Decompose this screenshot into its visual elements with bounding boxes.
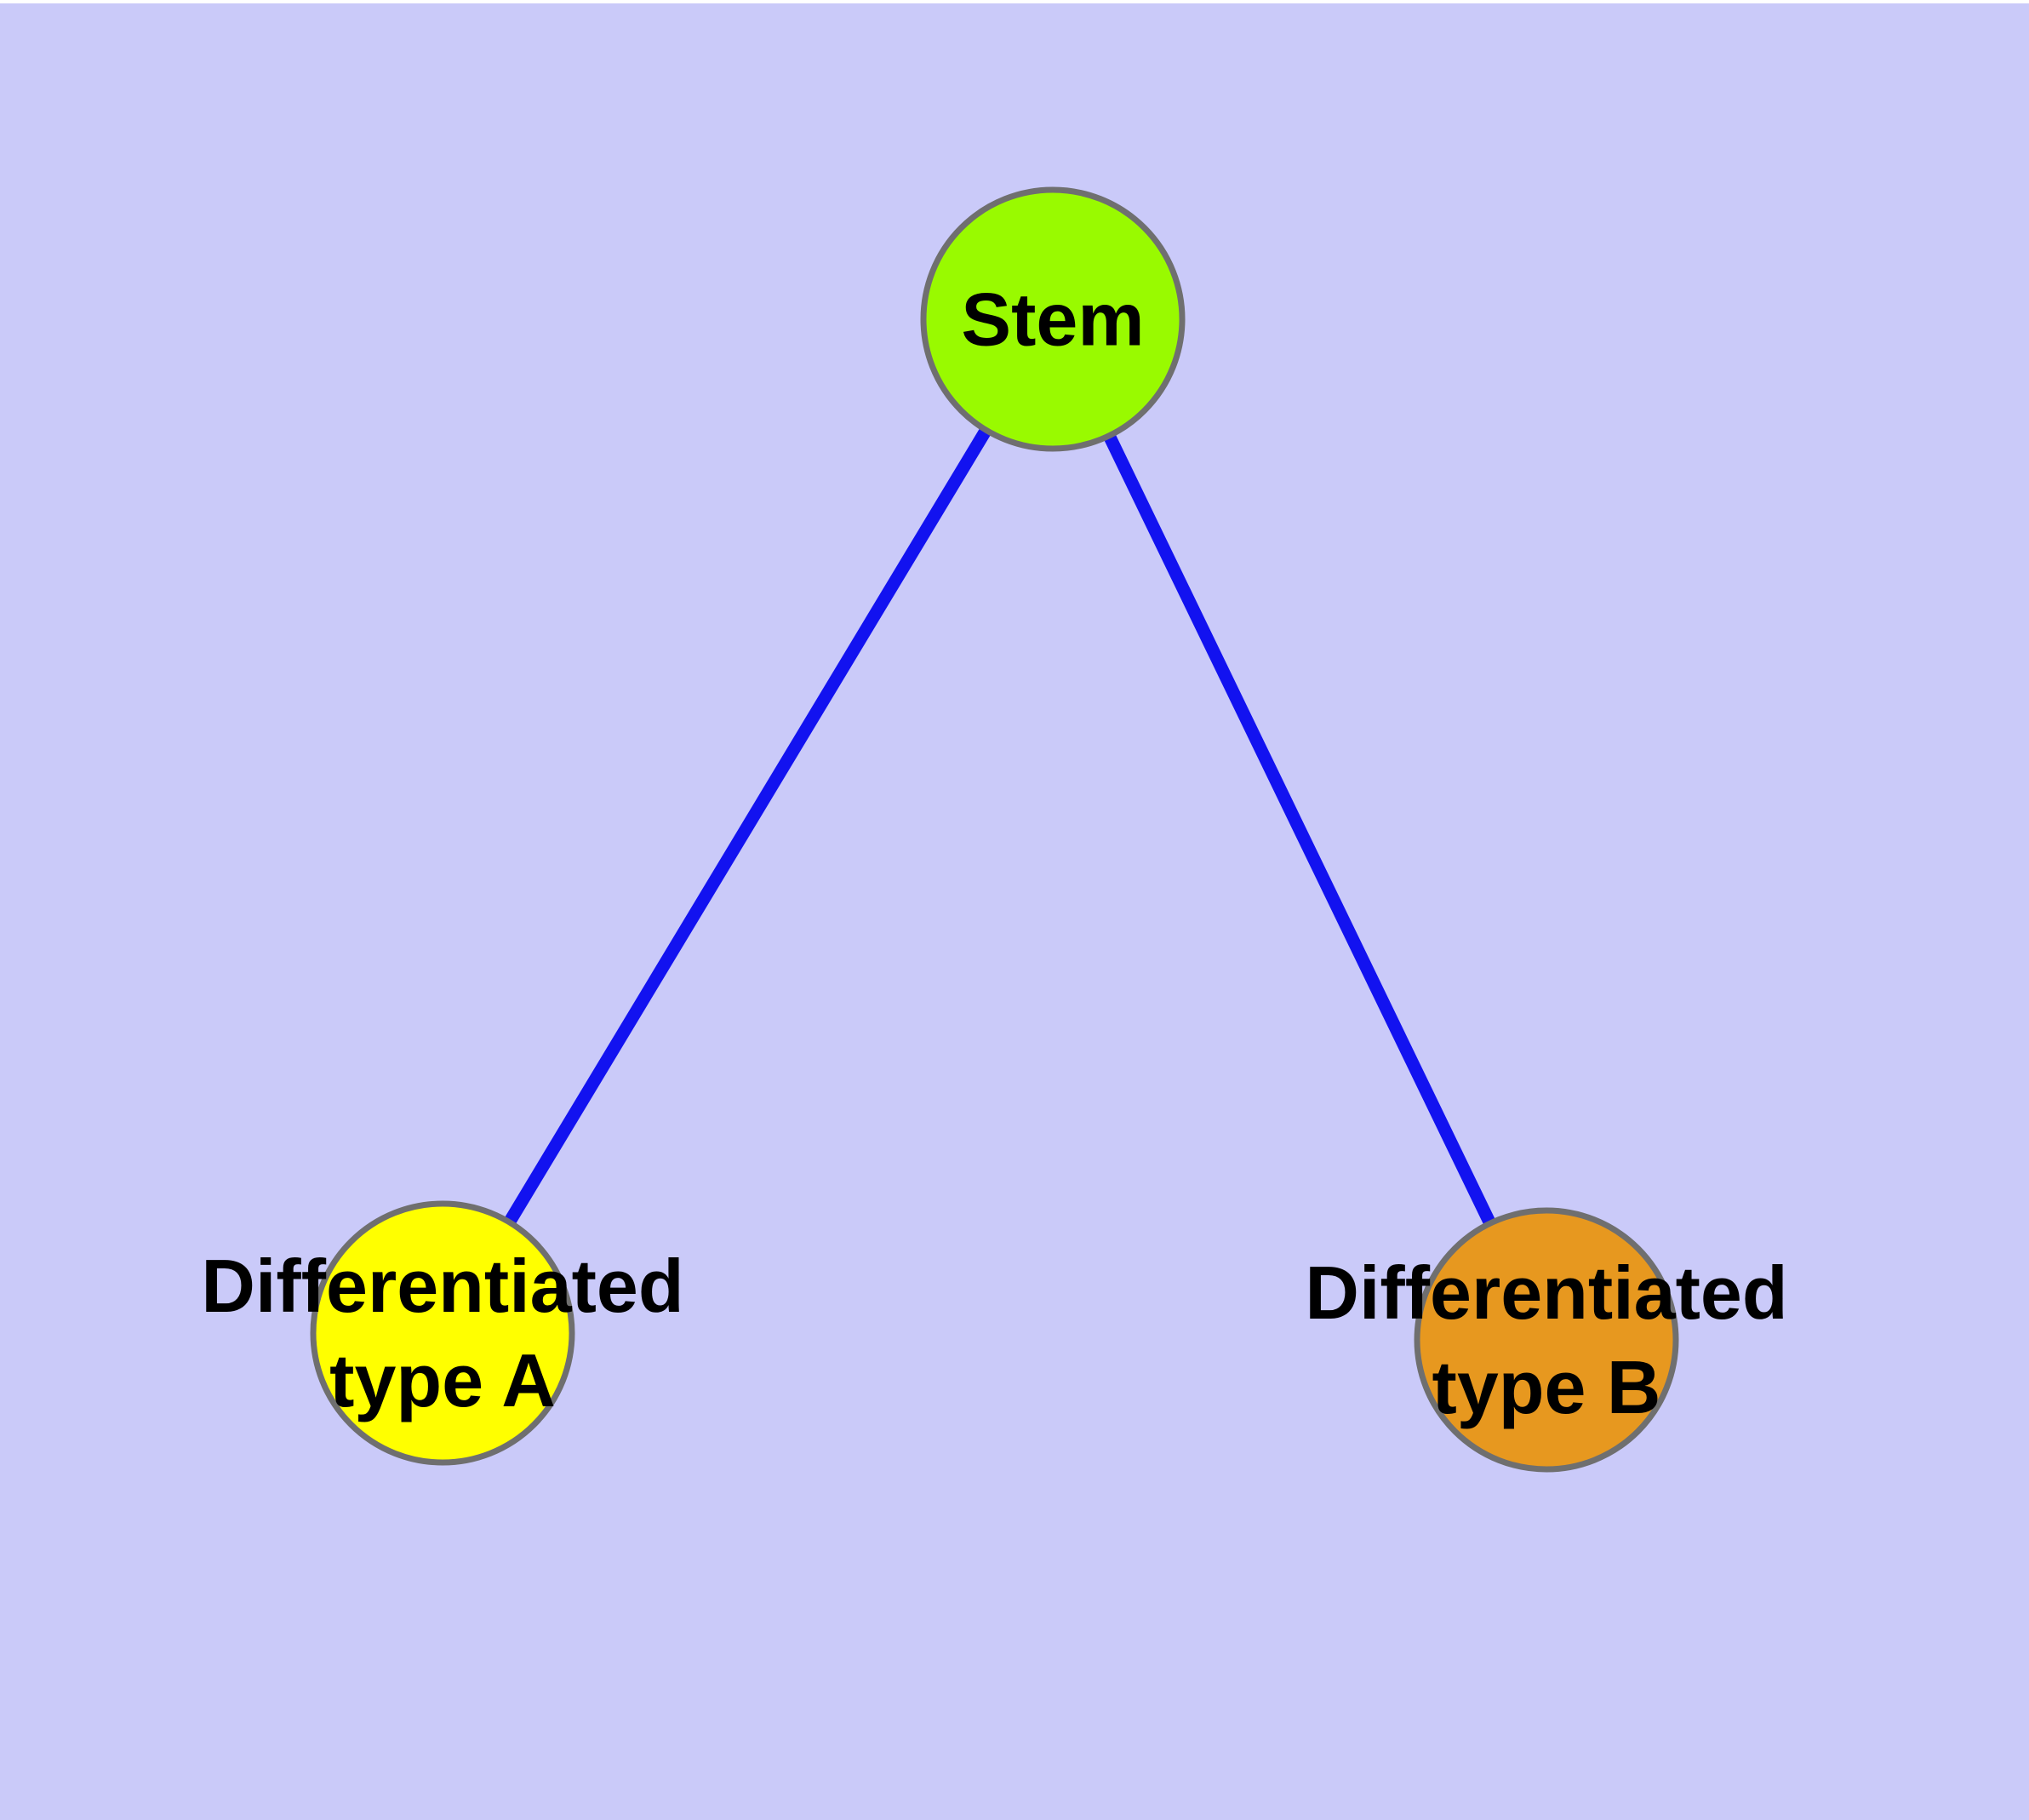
node-differentiated-type-a-circle: [310, 1200, 575, 1466]
node-differentiated-type-b-circle: [1414, 1207, 1679, 1473]
top-margin-strip: [0, 0, 2029, 3]
node-stem-circle: [920, 186, 1186, 452]
edge-stem-to-type-a: [437, 316, 1059, 1336]
edge-stem-to-type-b: [1047, 316, 1552, 1343]
